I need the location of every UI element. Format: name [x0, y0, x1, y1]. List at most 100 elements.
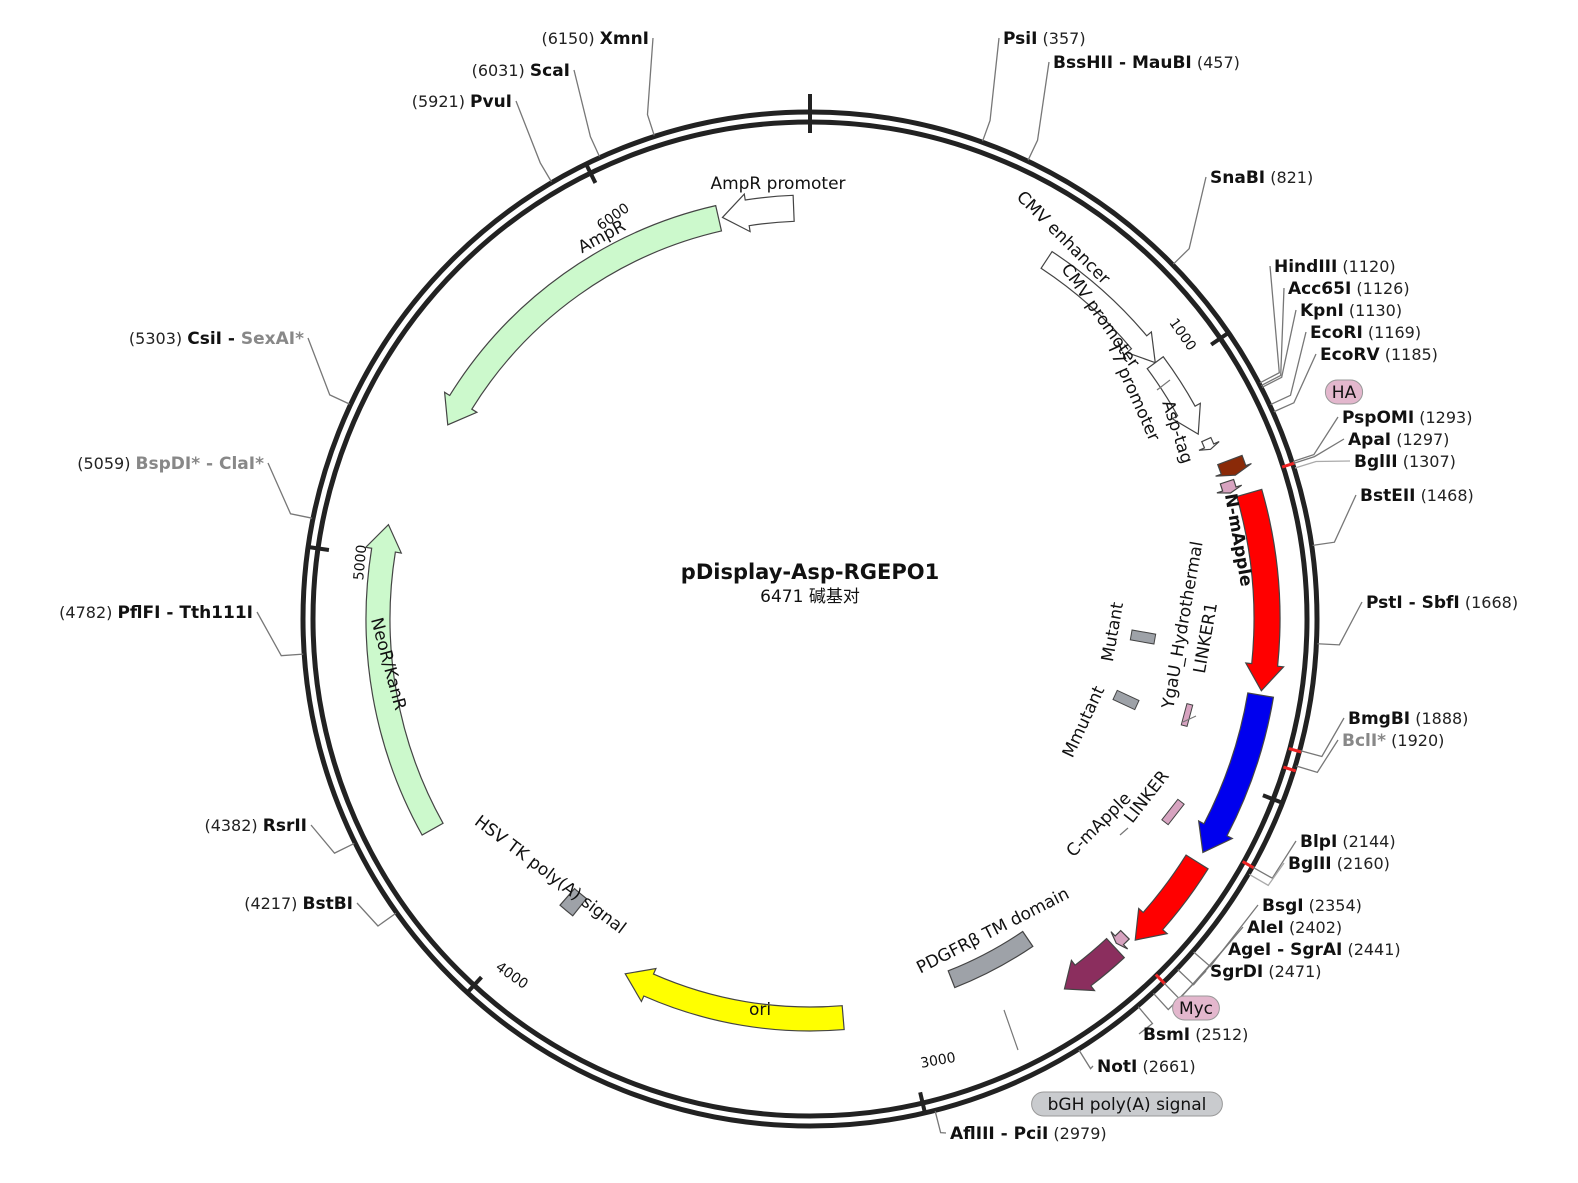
- feature-cmv-enhancer[interactable]: [1040, 250, 1156, 364]
- site-sgrdi-2471[interactable]: SgrDI (2471): [1152, 962, 1322, 1011]
- site-label: Acc65I (1126): [1288, 279, 1410, 299]
- feature-ha[interactable]: [1216, 478, 1243, 494]
- site-leader: [1261, 309, 1297, 388]
- site-label: BsgI (2354): [1262, 896, 1362, 916]
- feature-mmutant[interactable]: [1112, 689, 1140, 711]
- site-bspdi-clai-5059[interactable]: (5059) BspDI* - ClaI*: [77, 454, 313, 519]
- site-leader: [646, 37, 655, 136]
- site-leader: [1193, 904, 1259, 968]
- site-bcli-1920[interactable]: BclI* (1920): [1296, 731, 1444, 774]
- feature-ampr[interactable]: [443, 204, 723, 426]
- site-label: (4782) PflFI - Tth111I: [59, 603, 253, 623]
- site-label: BmgBI (1888): [1348, 709, 1468, 729]
- feature-myc[interactable]: [1110, 929, 1131, 950]
- site-rsrii-4382[interactable]: (4382) RsrII: [204, 816, 355, 854]
- feature-ygau-hydrothermal[interactable]: [1197, 692, 1275, 854]
- site-blpi-2144[interactable]: BlpI (2144): [1252, 832, 1396, 880]
- site-leader: [1259, 265, 1280, 384]
- site-bsshii-maubi-457[interactable]: BssHII - MauBI (457): [1027, 53, 1240, 161]
- site-label: BclI* (1920): [1342, 731, 1444, 751]
- svg-text:Myc: Myc: [1179, 999, 1213, 1019]
- site-leader: [1294, 460, 1351, 469]
- tick-1000: [1210, 331, 1230, 347]
- site-xmni-6150[interactable]: (6150) XmnI: [541, 29, 655, 136]
- feature-asp-tag[interactable]: [1215, 454, 1252, 477]
- feature-cmv-promoter[interactable]: [1146, 355, 1202, 436]
- site-label: SnaBI (821): [1210, 168, 1313, 188]
- feature-bgh-poly-a-signal[interactable]: [947, 930, 1034, 989]
- site-leader: [1137, 1006, 1154, 1035]
- feature-linker1[interactable]: [1180, 702, 1194, 728]
- site-leader: [1027, 61, 1050, 161]
- feature-c-mapple[interactable]: [1134, 854, 1209, 941]
- svg-text:bGH poly(A) signal: bGH poly(A) signal: [1048, 1095, 1207, 1115]
- site-csii-5303[interactable]: (5303) CsiI - SexAI*: [129, 329, 350, 405]
- site-bstbi-4217[interactable]: (4217) BstBI: [244, 894, 397, 927]
- site-kpni-1130[interactable]: KpnI (1130): [1261, 301, 1402, 388]
- site-pflfi-tth111i-4782[interactable]: (4782) PflFI - Tth111I: [59, 603, 304, 657]
- site-label: (6150) XmnI: [541, 29, 649, 49]
- site-bsteii-1468[interactable]: BstEII (1468): [1312, 486, 1474, 547]
- feature-neor-kanr[interactable]: [364, 523, 444, 836]
- site-label: (4382) RsrII: [204, 816, 307, 836]
- site-leader: [573, 69, 601, 157]
- cut-marker: [1281, 461, 1295, 469]
- site-label: (5303) CsiI - SexAI*: [129, 329, 304, 349]
- site-bsmi-2512[interactable]: BsmI (2512): [1137, 1006, 1248, 1045]
- site-label: HindIII (1120): [1274, 257, 1396, 277]
- site-leader: [1300, 717, 1345, 758]
- site-afliii-pcii-2979[interactable]: AflIII - PciI (2979): [934, 1111, 1107, 1144]
- site-pspomi-1293[interactable]: PspOMI (1293): [1292, 408, 1472, 463]
- site-bsgi-2354[interactable]: BsgI (2354): [1193, 896, 1362, 968]
- tick-label-3000: 3000: [919, 1050, 957, 1072]
- site-pvui-5921[interactable]: (5921) PvuI: [412, 92, 552, 183]
- site-leader: [356, 902, 397, 927]
- site-label: (5921) PvuI: [412, 92, 512, 112]
- site-snabi-821[interactable]: SnaBI (821): [1172, 168, 1313, 265]
- site-label: BlpI (2144): [1300, 832, 1396, 852]
- tick-5000: [307, 545, 330, 552]
- site-hindiii-1120[interactable]: HindIII (1120): [1259, 257, 1396, 384]
- site-label: BssHII - MauBI (457): [1053, 53, 1240, 73]
- site-bglii-2160[interactable]: BglII (2160): [1248, 854, 1390, 887]
- site-leader: [267, 462, 313, 519]
- cut-marker: [1282, 765, 1297, 773]
- site-ecorv-1185[interactable]: EcoRV (1185): [1273, 345, 1438, 413]
- site-leader: [1152, 970, 1207, 1011]
- feature-t7-promoter[interactable]: [1198, 436, 1220, 451]
- site-noti-2661[interactable]: NotI (2661): [1078, 1049, 1196, 1077]
- feature-n-mapple[interactable]: [1236, 488, 1285, 692]
- feature-leader: [1003, 1009, 1019, 1051]
- site-leader: [1270, 331, 1307, 406]
- site-bglii-1307[interactable]: BglII (1307): [1294, 452, 1456, 472]
- feature-linker[interactable]: [1161, 798, 1185, 826]
- feature-mutant[interactable]: [1129, 629, 1157, 645]
- site-leader: [1078, 1049, 1094, 1070]
- restriction-sites: PsiI (357) BssHII - MauBI (457) SnaBI (821…: [59, 29, 1518, 1144]
- site-label: BsmI (2512): [1143, 1025, 1248, 1045]
- site-leader: [981, 37, 1000, 142]
- site-bmgbi-1888[interactable]: BmgBI (1888): [1300, 709, 1469, 758]
- site-markers: [1154, 461, 1302, 985]
- site-scai-6031[interactable]: (6031) ScaI: [472, 61, 601, 157]
- site-psti-sbfi-1668[interactable]: PstI - SbfI (1668): [1317, 593, 1518, 646]
- site-ecori-1169[interactable]: EcoRI (1169): [1270, 323, 1422, 406]
- site-leader: [1252, 840, 1297, 880]
- feature-pdgfr-tm-domain[interactable]: [1063, 937, 1126, 992]
- site-alei-2402[interactable]: AleI (2402): [1177, 918, 1342, 986]
- feature-hsv-tk-poly-a-signal[interactable]: [559, 887, 588, 917]
- tick-3000: [918, 1091, 927, 1114]
- feature-ori[interactable]: [624, 967, 845, 1032]
- feature-ampr-promoter[interactable]: [721, 192, 795, 233]
- pill-myc: Myc: [1172, 995, 1220, 1021]
- site-psii-357[interactable]: PsiI (357): [981, 29, 1086, 142]
- tick-label-1000: 1000: [1166, 316, 1200, 354]
- site-label: AgeI - SgrAI (2441): [1228, 940, 1401, 960]
- site-acc65i-1126[interactable]: Acc65I (1126): [1260, 279, 1410, 387]
- feature-label-c-mapple: C-mApple: [1063, 789, 1136, 862]
- plasmid-title: pDisplay-Asp-RGEPO1: [681, 560, 939, 584]
- site-apai-1297[interactable]: ApaI (1297): [1293, 430, 1450, 464]
- site-label: (4217) BstBI: [244, 894, 353, 914]
- site-label: PsiI (357): [1003, 29, 1086, 49]
